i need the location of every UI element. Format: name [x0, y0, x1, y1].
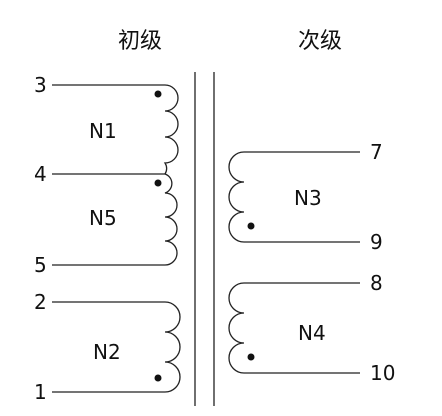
primary-header: 初级: [118, 29, 162, 54]
winding-n2-label: N2: [93, 340, 121, 364]
pin-8-label: 8: [370, 271, 383, 295]
pin-4-label: 4: [34, 162, 47, 186]
pin-7-label: 7: [370, 140, 383, 164]
polarity-dot-n5: [154, 179, 162, 187]
polarity-dot-n4: [247, 353, 255, 361]
winding-n3-label: N3: [294, 186, 322, 210]
coil-n1: [163, 84, 179, 175]
polarity-dot-n3: [247, 222, 255, 230]
winding-n1-label: N1: [89, 119, 117, 143]
polarity-dot-n1: [154, 90, 162, 98]
winding-n4-label: N4: [298, 321, 326, 345]
winding-n5-label: N5: [89, 206, 117, 230]
coil-n3: [228, 151, 245, 243]
pin-10-label: 10: [370, 361, 395, 385]
pin-9-label: 9: [370, 230, 383, 254]
secondary-header: 次级: [298, 29, 342, 54]
pin-3-label: 3: [34, 73, 47, 97]
polarity-dot-n2: [154, 374, 162, 382]
pin-1-label: 1: [34, 380, 47, 404]
pin-2-label: 2: [34, 290, 47, 314]
coil-n4: [228, 282, 245, 374]
pin-5-label: 5: [34, 253, 47, 277]
coil-n2: [164, 301, 181, 393]
coil-n5: [164, 173, 178, 266]
